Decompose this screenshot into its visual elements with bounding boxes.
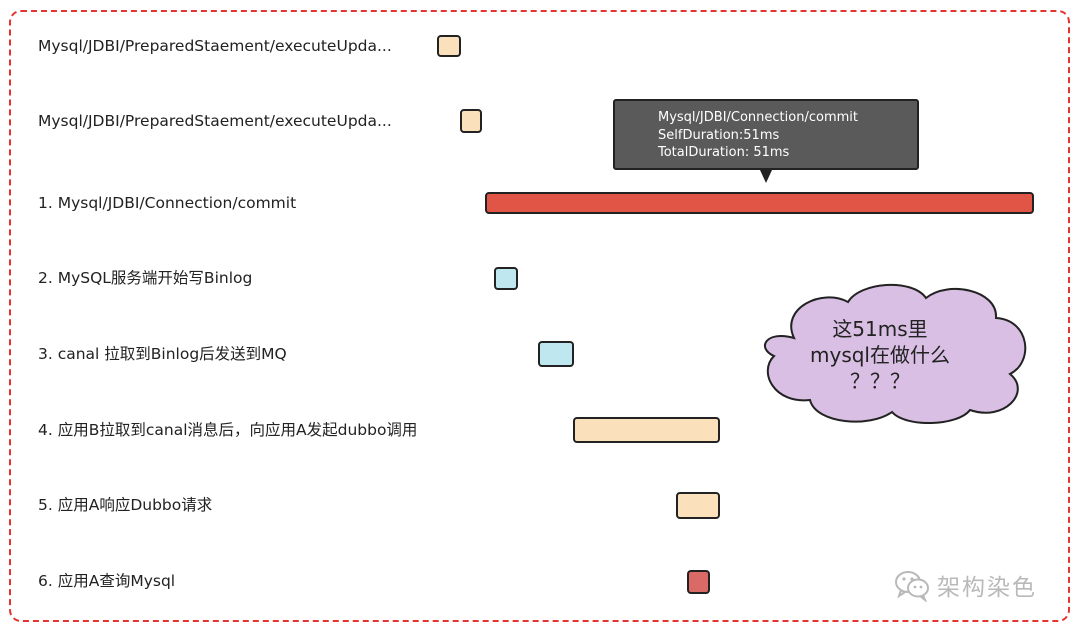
cloud-line-3: ？？？ — [850, 369, 910, 393]
span-bar-commit[interactable] — [485, 192, 1034, 214]
cloud-line-2: mysql在做什么 — [810, 343, 950, 367]
tooltip-total-duration: TotalDuration: 51ms — [658, 145, 790, 160]
row-label-executeupdate-1: Mysql/JDBI/PreparedStaement/executeUpda.… — [38, 37, 392, 55]
cloud-line-1: 这51ms里 — [832, 317, 928, 341]
wechat-icon — [895, 571, 929, 602]
tooltip-pointer — [760, 170, 772, 183]
row-label-executeupdate-2: Mysql/JDBI/PreparedStaement/executeUpda.… — [38, 112, 392, 130]
watermark: 架构染色 — [893, 568, 1037, 602]
span-bar-query-mysql[interactable] — [687, 570, 710, 594]
thought-cloud — [763, 284, 1027, 424]
span-tooltip: Mysql/JDBI/Connection/commit SelfDuratio… — [613, 99, 919, 183]
span-bar-dubbo-response[interactable] — [676, 492, 720, 519]
tooltip-self-duration: SelfDuration:51ms — [658, 127, 780, 143]
watermark-text: 架构染色 — [937, 575, 1037, 601]
span-bar-binlog[interactable] — [494, 267, 518, 290]
row-label-commit: 1. Mysql/JDBI/Connection/commit — [38, 194, 297, 212]
span-bar-canal[interactable] — [538, 341, 574, 367]
span-bar-executeupdate-1[interactable] — [437, 35, 461, 57]
dashed-frame — [9, 10, 1070, 622]
row-label-canal: 3. canal 拉取到Binlog后发送到MQ — [38, 345, 287, 363]
row-label-query-mysql: 6. 应用A查询Mysql — [38, 572, 176, 590]
span-bar-executeupdate-2[interactable] — [460, 109, 482, 133]
row-label-dubbo-call: 4. 应用B拉取到canal消息后，向应用A发起dubbo调用 — [38, 421, 418, 439]
row-label-binlog: 2. MySQL服务端开始写Binlog — [38, 269, 253, 287]
row-label-dubbo-response: 5. 应用A响应Dubbo请求 — [38, 496, 213, 514]
tooltip-span-name: Mysql/JDBI/Connection/commit — [658, 110, 858, 125]
span-bar-dubbo-call[interactable] — [573, 417, 720, 443]
cloud-text: 这51ms里 mysql在做什么 ？？？ — [780, 316, 980, 394]
